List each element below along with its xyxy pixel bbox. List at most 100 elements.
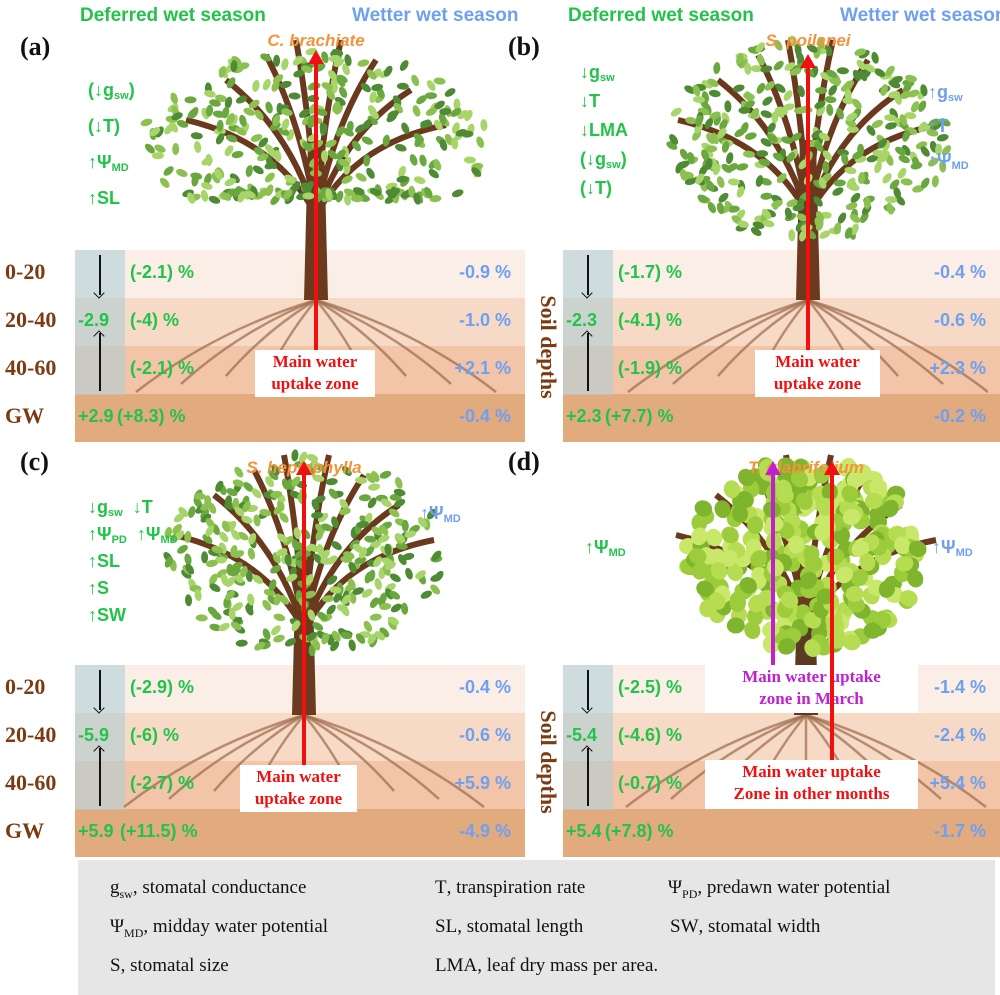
leaf [885,65,895,77]
wetter-soil-change: -0.4 % [458,677,511,697]
wetter-soil-change: -0.4 % [458,406,511,426]
trait-symbol: ↑Ψ [585,537,609,557]
trait-symbol: ↑SL [88,551,121,571]
leaf [717,128,727,139]
leaf [344,193,352,206]
leaf [772,152,784,162]
legend-description: , stomatal size [120,955,229,976]
leaf [434,570,444,582]
trait-symbol: ↓g [580,62,600,82]
trait-row: ↑ΨMD [585,537,626,559]
leaf [254,109,264,121]
soil-layer [75,394,525,442]
leaf [200,502,211,511]
trait-row: ↓gsw [580,62,628,84]
wetter-soil-change: -2.4 % [933,725,986,745]
branch [173,532,307,632]
leaf [395,533,406,543]
leaf [814,100,826,109]
leaf [732,504,749,523]
leaf [433,159,442,171]
down-arrow [581,255,593,299]
legend-item: T, transpiration rate [435,877,585,902]
leaf [259,508,272,517]
leaf [727,205,740,213]
leaf [859,553,876,572]
leaf [817,497,834,516]
leaf [814,141,824,152]
leaf [777,638,796,655]
leaf [708,592,726,610]
leaf [425,92,437,100]
leaf [941,145,952,156]
wetter-season-traits: ↑ΨMD [932,537,973,559]
leaf [253,514,261,527]
leaf [713,62,721,75]
leaf [453,98,461,111]
leaf [331,630,341,642]
leaf [164,556,173,568]
leaf [852,98,862,110]
leaf [215,94,227,102]
trait-indicator: ↑ΨMD [928,150,969,172]
wetter-soil-change: -0.6 % [933,310,986,330]
leaf [257,153,269,162]
leaf [729,594,747,613]
leaf [218,622,230,632]
leaf [920,84,928,97]
leaf [755,175,764,187]
leaf [476,136,485,148]
leaf [279,512,289,523]
deferred-soil-change: (-4.1) % [618,310,683,330]
leaf [439,107,452,116]
leaf [382,134,390,147]
leaf [262,78,271,91]
leaf [225,576,236,588]
panel-label: (a) [20,32,51,61]
leaf [826,69,838,79]
panel-label: (c) [20,447,49,476]
trait-indicator: ↓gsw [88,497,123,519]
leaf [726,152,734,165]
depth-label: 0-20 [5,259,46,284]
leaf [412,105,421,117]
leaf [264,172,275,183]
leaf [816,588,835,605]
uptake-zone-line: uptake zone [254,789,343,808]
leaf [707,78,719,87]
leaf [333,591,342,603]
trait-row: (↓gsw) [580,149,628,171]
leaf [409,154,418,166]
tree-illustration [627,35,988,393]
leaf [721,526,739,544]
wetter-soil-change: -0.4 % [933,262,986,282]
leaf [895,555,914,572]
leaf [371,470,380,483]
leaf [366,167,375,179]
leaf [320,557,333,565]
leaf [716,176,725,188]
leaf [316,611,328,621]
leaf [842,634,861,651]
leaf [928,118,941,127]
legend-subscript: PD [682,886,698,901]
leaf [480,119,488,132]
leaf [750,227,762,237]
leaf [781,591,799,609]
leaf [677,160,690,169]
leaf [755,42,765,53]
leaf [732,84,745,93]
trait-row: ↑T [928,116,969,138]
leaf [281,478,290,491]
leaf [243,107,255,116]
trait-row: ↓gsw↓T [88,497,178,519]
leaf [331,516,339,529]
leaf [272,114,281,127]
leaf [232,479,245,487]
leaf [706,133,715,144]
leaf [264,144,275,155]
leaf [829,77,842,85]
leaf [832,187,844,196]
